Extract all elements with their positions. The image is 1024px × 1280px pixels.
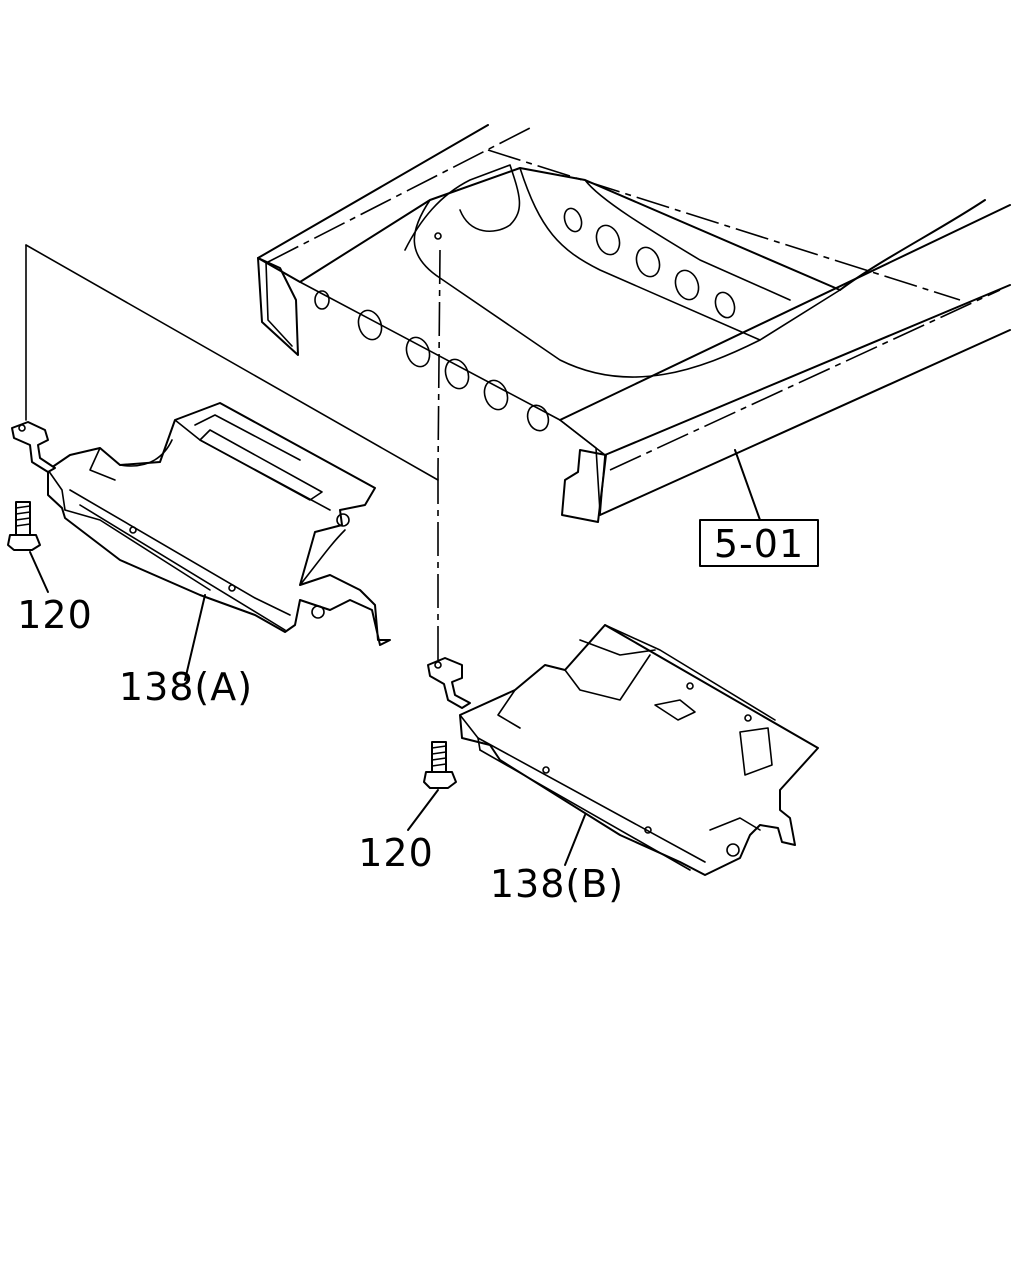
bolt-a [7, 501, 49, 593]
ref-box: 5-01 [699, 519, 819, 567]
bracket-b [427, 624, 819, 876]
bracket-a-label: 138(A) [119, 665, 253, 709]
ref-box-label: 5-01 [714, 522, 804, 566]
bolt-b-label: 120 [358, 831, 434, 875]
frame-assembly [257, 124, 1011, 523]
bracket-a [11, 402, 391, 681]
alignment-lines [25, 244, 439, 660]
bolt-b [407, 741, 457, 831]
bracket-b-label: 138(B) [490, 862, 624, 906]
bolt-a-label: 120 [17, 593, 93, 637]
